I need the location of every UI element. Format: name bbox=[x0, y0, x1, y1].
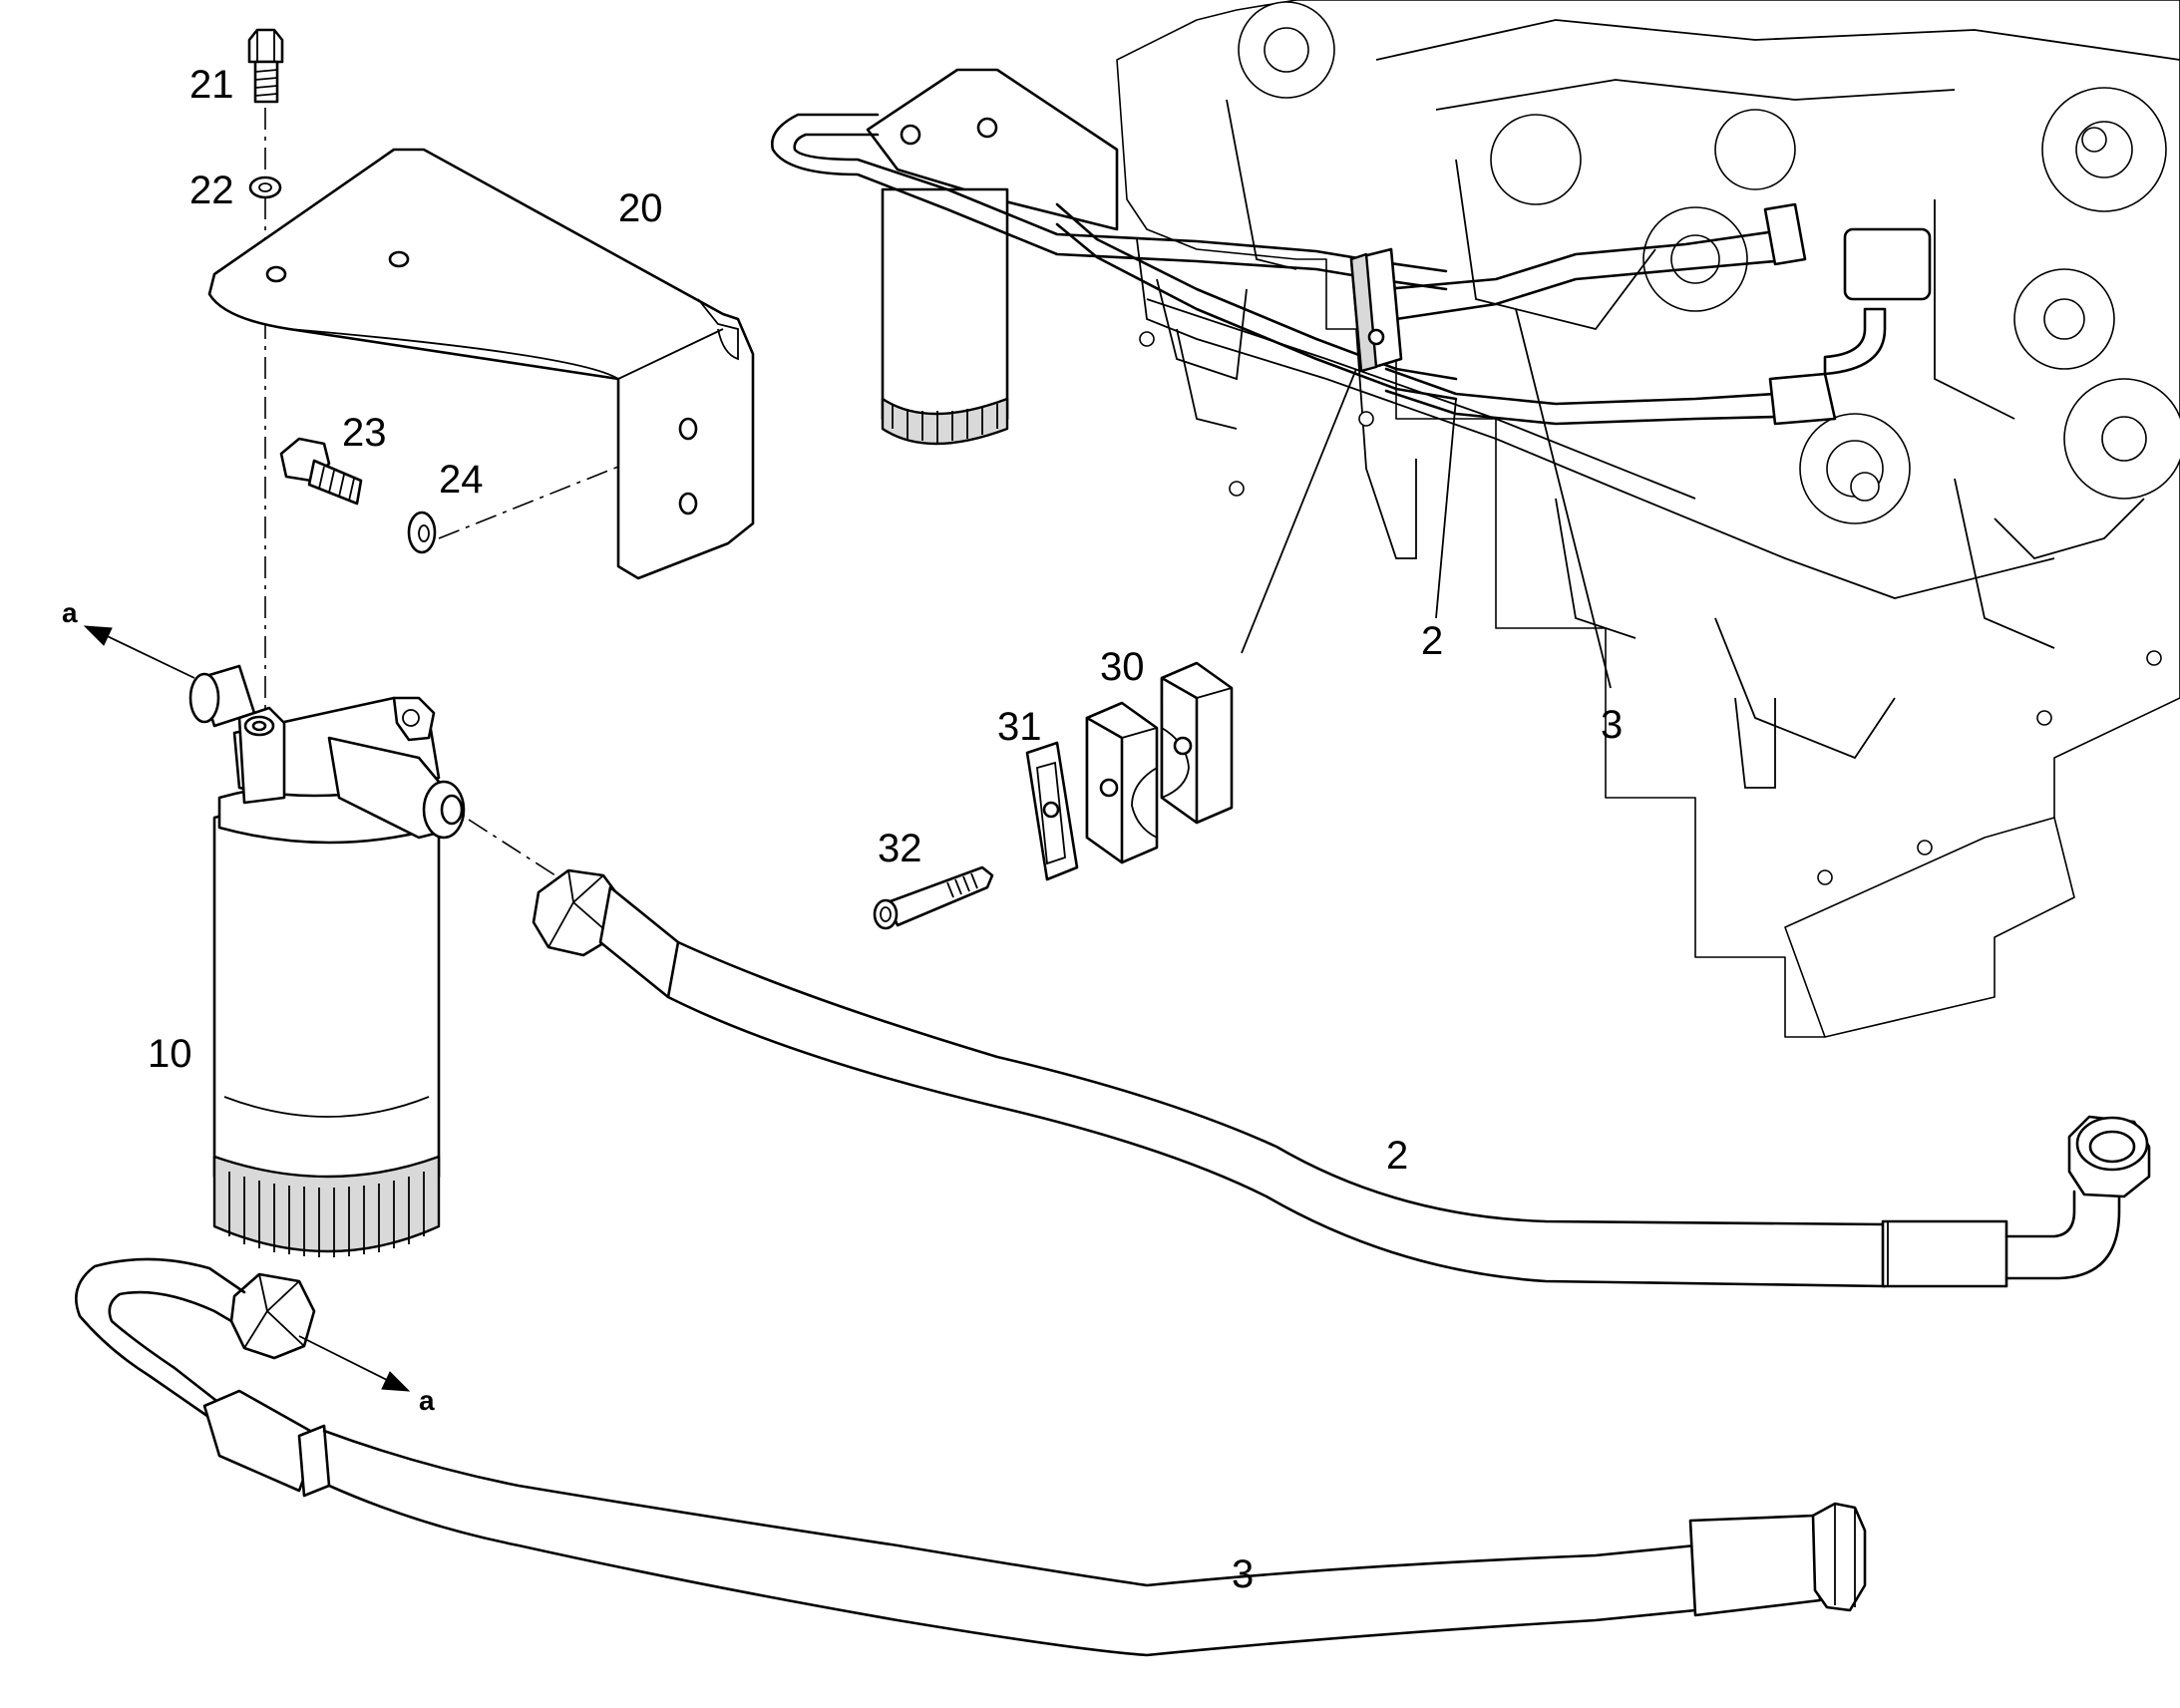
axis-line-23 bbox=[438, 466, 619, 539]
label-2-inset: 2 bbox=[1421, 619, 1443, 663]
label-20: 20 bbox=[618, 186, 663, 230]
callout-labels: 21 22 20 23 24 10 30 31 32 2 3 2 3 a a bbox=[62, 63, 1623, 1596]
washer-22 bbox=[248, 175, 282, 199]
bolt-23 bbox=[279, 437, 363, 506]
label-3-main: 3 bbox=[1232, 1552, 1254, 1596]
clamp-half-30 bbox=[1160, 661, 1234, 825]
label-23: 23 bbox=[342, 411, 387, 455]
clamp-screw-32 bbox=[873, 865, 994, 930]
clamp-plate-31 bbox=[1025, 741, 1079, 881]
axis-line-filter bbox=[468, 819, 559, 878]
bolt-21 bbox=[247, 28, 284, 104]
hose-2 bbox=[532, 868, 2151, 1288]
label-a-bottom: a bbox=[419, 1385, 435, 1416]
label-10: 10 bbox=[148, 1032, 192, 1076]
bracket-20 bbox=[207, 148, 755, 580]
label-a-top: a bbox=[62, 597, 78, 628]
inset-filter-assembly bbox=[771, 68, 1932, 446]
arrow-a-top bbox=[83, 625, 195, 679]
label-31: 31 bbox=[997, 705, 1042, 749]
inset-leaders bbox=[1241, 308, 1612, 689]
label-22: 22 bbox=[189, 169, 234, 212]
engine-inset bbox=[1116, 0, 2180, 1038]
label-24: 24 bbox=[439, 458, 484, 502]
washer-24 bbox=[407, 511, 437, 554]
arrow-a-bottom bbox=[298, 1335, 411, 1392]
label-32: 32 bbox=[878, 827, 922, 870]
filter-10 bbox=[188, 664, 466, 1257]
label-3-inset: 3 bbox=[1601, 703, 1623, 747]
label-2-main: 2 bbox=[1386, 1134, 1408, 1178]
hose-3 bbox=[75, 1257, 1867, 1657]
label-21: 21 bbox=[189, 63, 234, 107]
clamp-half-30b bbox=[1085, 701, 1159, 864]
label-30: 30 bbox=[1100, 645, 1145, 689]
